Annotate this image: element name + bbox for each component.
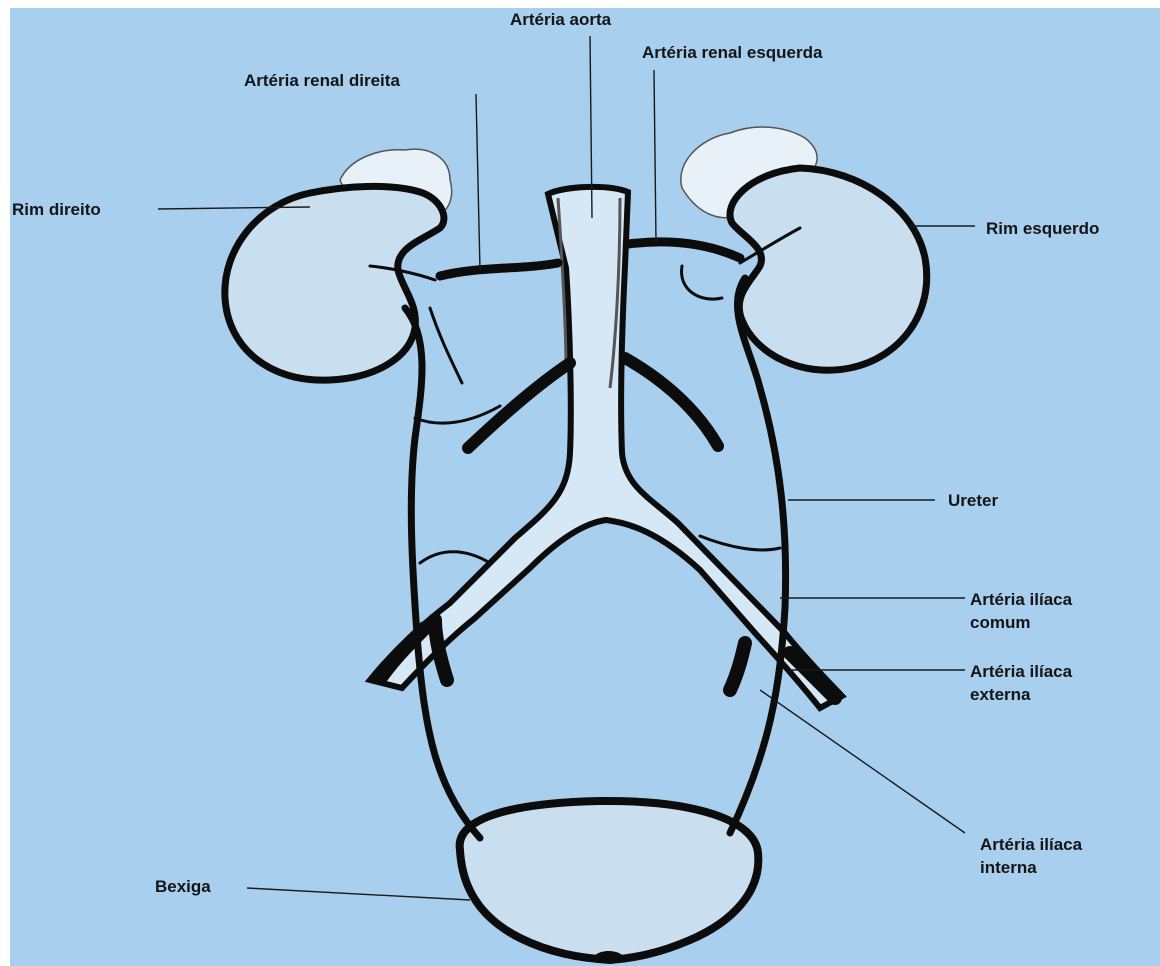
label-external-iliac-line1: Artéria ilíaca: [970, 662, 1073, 681]
urinary-system-diagram: Artéria aorta Artéria renal esquerda Art…: [10, 8, 1160, 966]
label-internal-iliac-line2: interna: [980, 858, 1037, 877]
label-renal-artery-right: Artéria renal direita: [244, 71, 400, 90]
label-internal-iliac-line1: Artéria ilíaca: [980, 835, 1083, 854]
label-aorta: Artéria aorta: [510, 10, 612, 29]
label-common-iliac-line1: Artéria ilíaca: [970, 590, 1073, 609]
label-kidney-right: Rim direito: [12, 200, 101, 219]
label-ureter: Ureter: [948, 491, 998, 510]
label-common-iliac-line2: comum: [970, 613, 1030, 632]
label-renal-artery-left: Artéria renal esquerda: [642, 43, 823, 62]
label-external-iliac-line2: externa: [970, 685, 1031, 704]
label-kidney-left: Rim esquerdo: [986, 219, 1099, 238]
label-bladder: Bexiga: [155, 877, 211, 896]
diagram-canvas: Artéria aorta Artéria renal esquerda Art…: [10, 8, 1160, 966]
